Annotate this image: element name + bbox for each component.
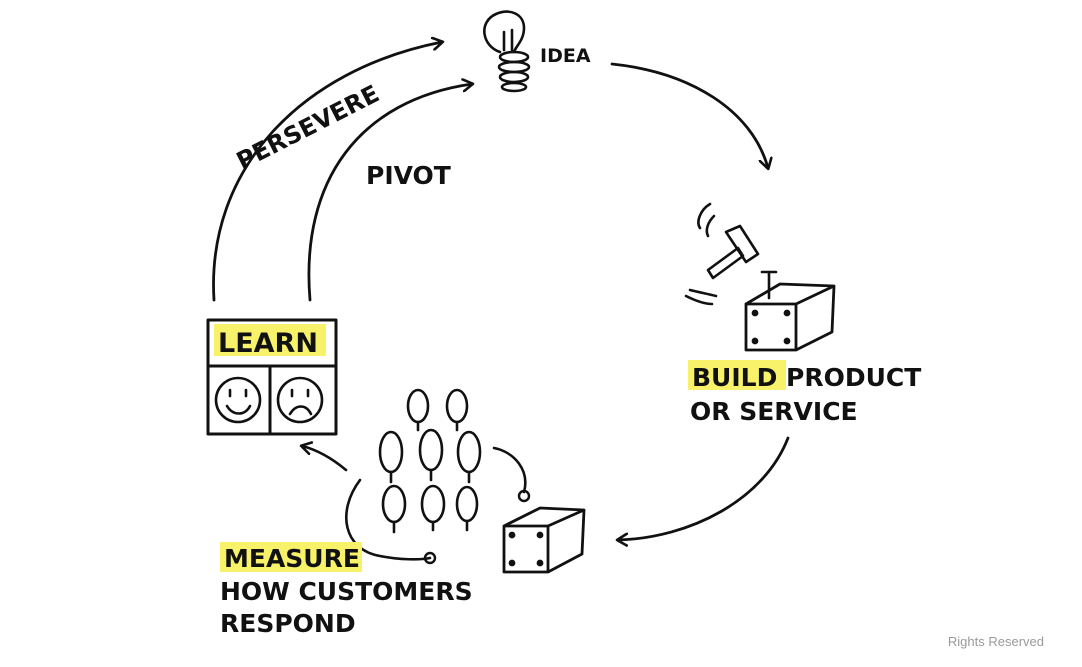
measure-label: MEASURE xyxy=(224,544,360,573)
measure-highlight xyxy=(220,542,362,572)
learn-board xyxy=(206,318,338,436)
copyright-notice: Rights Reserved xyxy=(947,634,1044,649)
learn-highlight xyxy=(214,324,326,356)
idea-label: IDEA xyxy=(540,45,591,67)
customer-to-box-curl xyxy=(492,446,527,494)
happy-face-icon xyxy=(214,376,262,424)
hammer-icon xyxy=(684,202,760,306)
customer-group-icon xyxy=(378,388,482,534)
build-highlight-text: BUILD xyxy=(692,363,777,392)
arrow-build-to-measure xyxy=(618,436,790,540)
pivot-label: PIVOT xyxy=(366,161,451,190)
build-highlight xyxy=(688,360,786,390)
arrow-idea-to-build xyxy=(610,62,768,168)
product-box-icon xyxy=(502,506,586,574)
customer-loop xyxy=(345,478,432,561)
measure-label-line3: RESPOND xyxy=(220,609,356,638)
build-rest-text: PRODUCT xyxy=(777,363,921,392)
sad-face-icon xyxy=(276,376,324,424)
persevere-arrow xyxy=(212,42,442,302)
lightbulb-icon xyxy=(483,10,531,93)
measure-label-line2: HOW CUSTOMERS xyxy=(220,577,473,606)
arrow-measure-to-learn xyxy=(302,446,348,472)
nail-icon xyxy=(760,270,778,300)
persevere-label: PERSEVERE xyxy=(232,80,384,176)
build-label: BUILD PRODUCT xyxy=(692,363,921,392)
pivot-arrow xyxy=(307,84,472,302)
build-label-line2: OR SERVICE xyxy=(690,397,858,426)
learn-label: LEARN xyxy=(218,328,318,359)
product-box-icon xyxy=(744,282,836,352)
